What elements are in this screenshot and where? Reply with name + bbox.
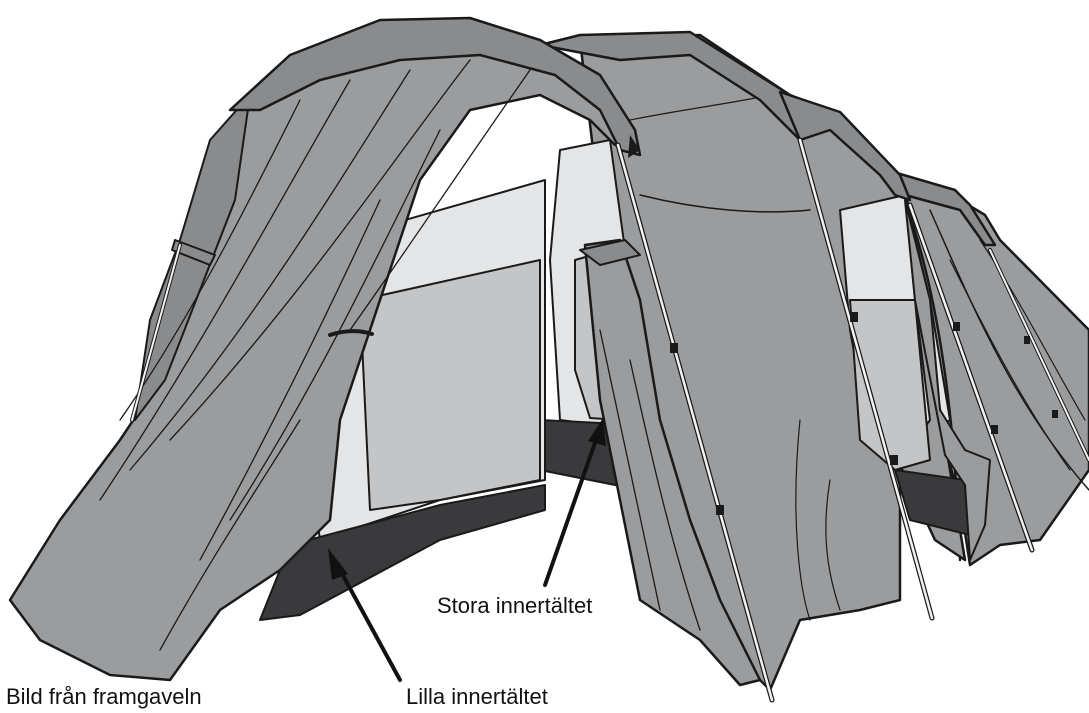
label-large-inner-tent: Stora innertältet [437,595,592,617]
caption-front-view: Bild från framgaveln [6,686,202,708]
arrow-small-inner-tent [340,570,400,680]
label-small-inner-tent: Lilla innertältet [406,686,548,708]
